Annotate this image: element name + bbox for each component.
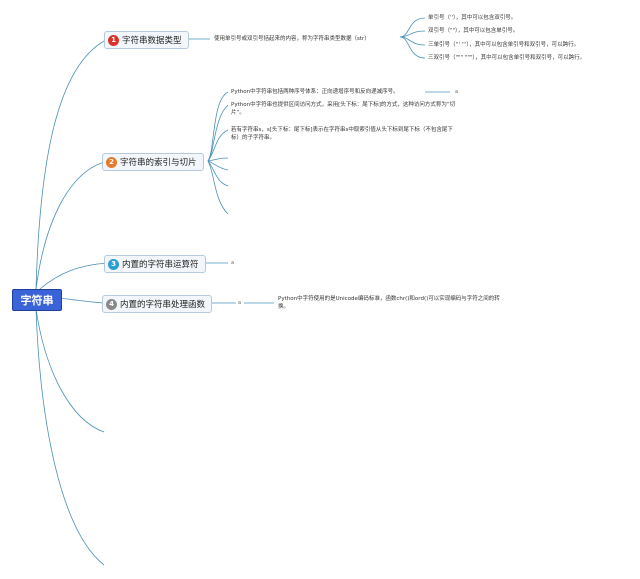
- topic-operators[interactable]: 3 内置的字符串运算符: [104, 255, 206, 273]
- unicode-description: Python中字符使用的是Unicode编码标准，函数chr()和ord()可以…: [278, 296, 500, 310]
- number-badge: 2: [106, 156, 117, 168]
- quote-triple-double: 三双引号（""" """），其中可以包含单引号和双引号，可以跨行。: [428, 55, 586, 61]
- number-badge: 3: [108, 258, 119, 270]
- string-type-description: 使用单引号或双引号括起来的内容，称为字符串类型数据（str）: [214, 36, 370, 42]
- topic-label: 字符串数据类型: [122, 36, 182, 46]
- topic-string-type[interactable]: 1 字符串数据类型: [104, 31, 189, 49]
- index-numbering-text: Python中字符串包括两种序号体系：正向递增序号和反向递减序号。: [231, 89, 399, 95]
- number-badge: 1: [108, 34, 119, 46]
- functions-mark: a: [238, 300, 242, 306]
- root-node[interactable]: 字符串: [12, 289, 62, 311]
- slice-rule-text: 若有字符串s，s[头下标：尾下标]表示在字符串s中取索引值从头下标到尾下标（不包…: [231, 127, 453, 141]
- topic-label: 内置的字符串运算符: [122, 260, 199, 270]
- topic-label: 字符串的索引与切片: [120, 158, 197, 168]
- quote-triple-single: 三单引号（''' '''），其中可以包含单引号和双引号，可以跨行。: [428, 42, 580, 48]
- quote-single: 单引号（''），其中可以包含双引号。: [428, 15, 517, 21]
- operators-mark: a: [231, 260, 235, 266]
- index-mark: a: [455, 89, 459, 95]
- number-badge: 4: [106, 298, 117, 310]
- topic-functions[interactable]: 4 内置的字符串处理函数: [102, 295, 213, 313]
- slice-access-text: Python中字符串也提供区间访问方式，采用[头下标：尾下标]的方式，这种访问方…: [231, 102, 456, 116]
- topic-label: 内置的字符串处理函数: [120, 300, 206, 310]
- quote-double: 双引号（""），其中可以包含单引号。: [428, 28, 519, 34]
- topic-index-slice[interactable]: 2 字符串的索引与切片: [102, 153, 204, 171]
